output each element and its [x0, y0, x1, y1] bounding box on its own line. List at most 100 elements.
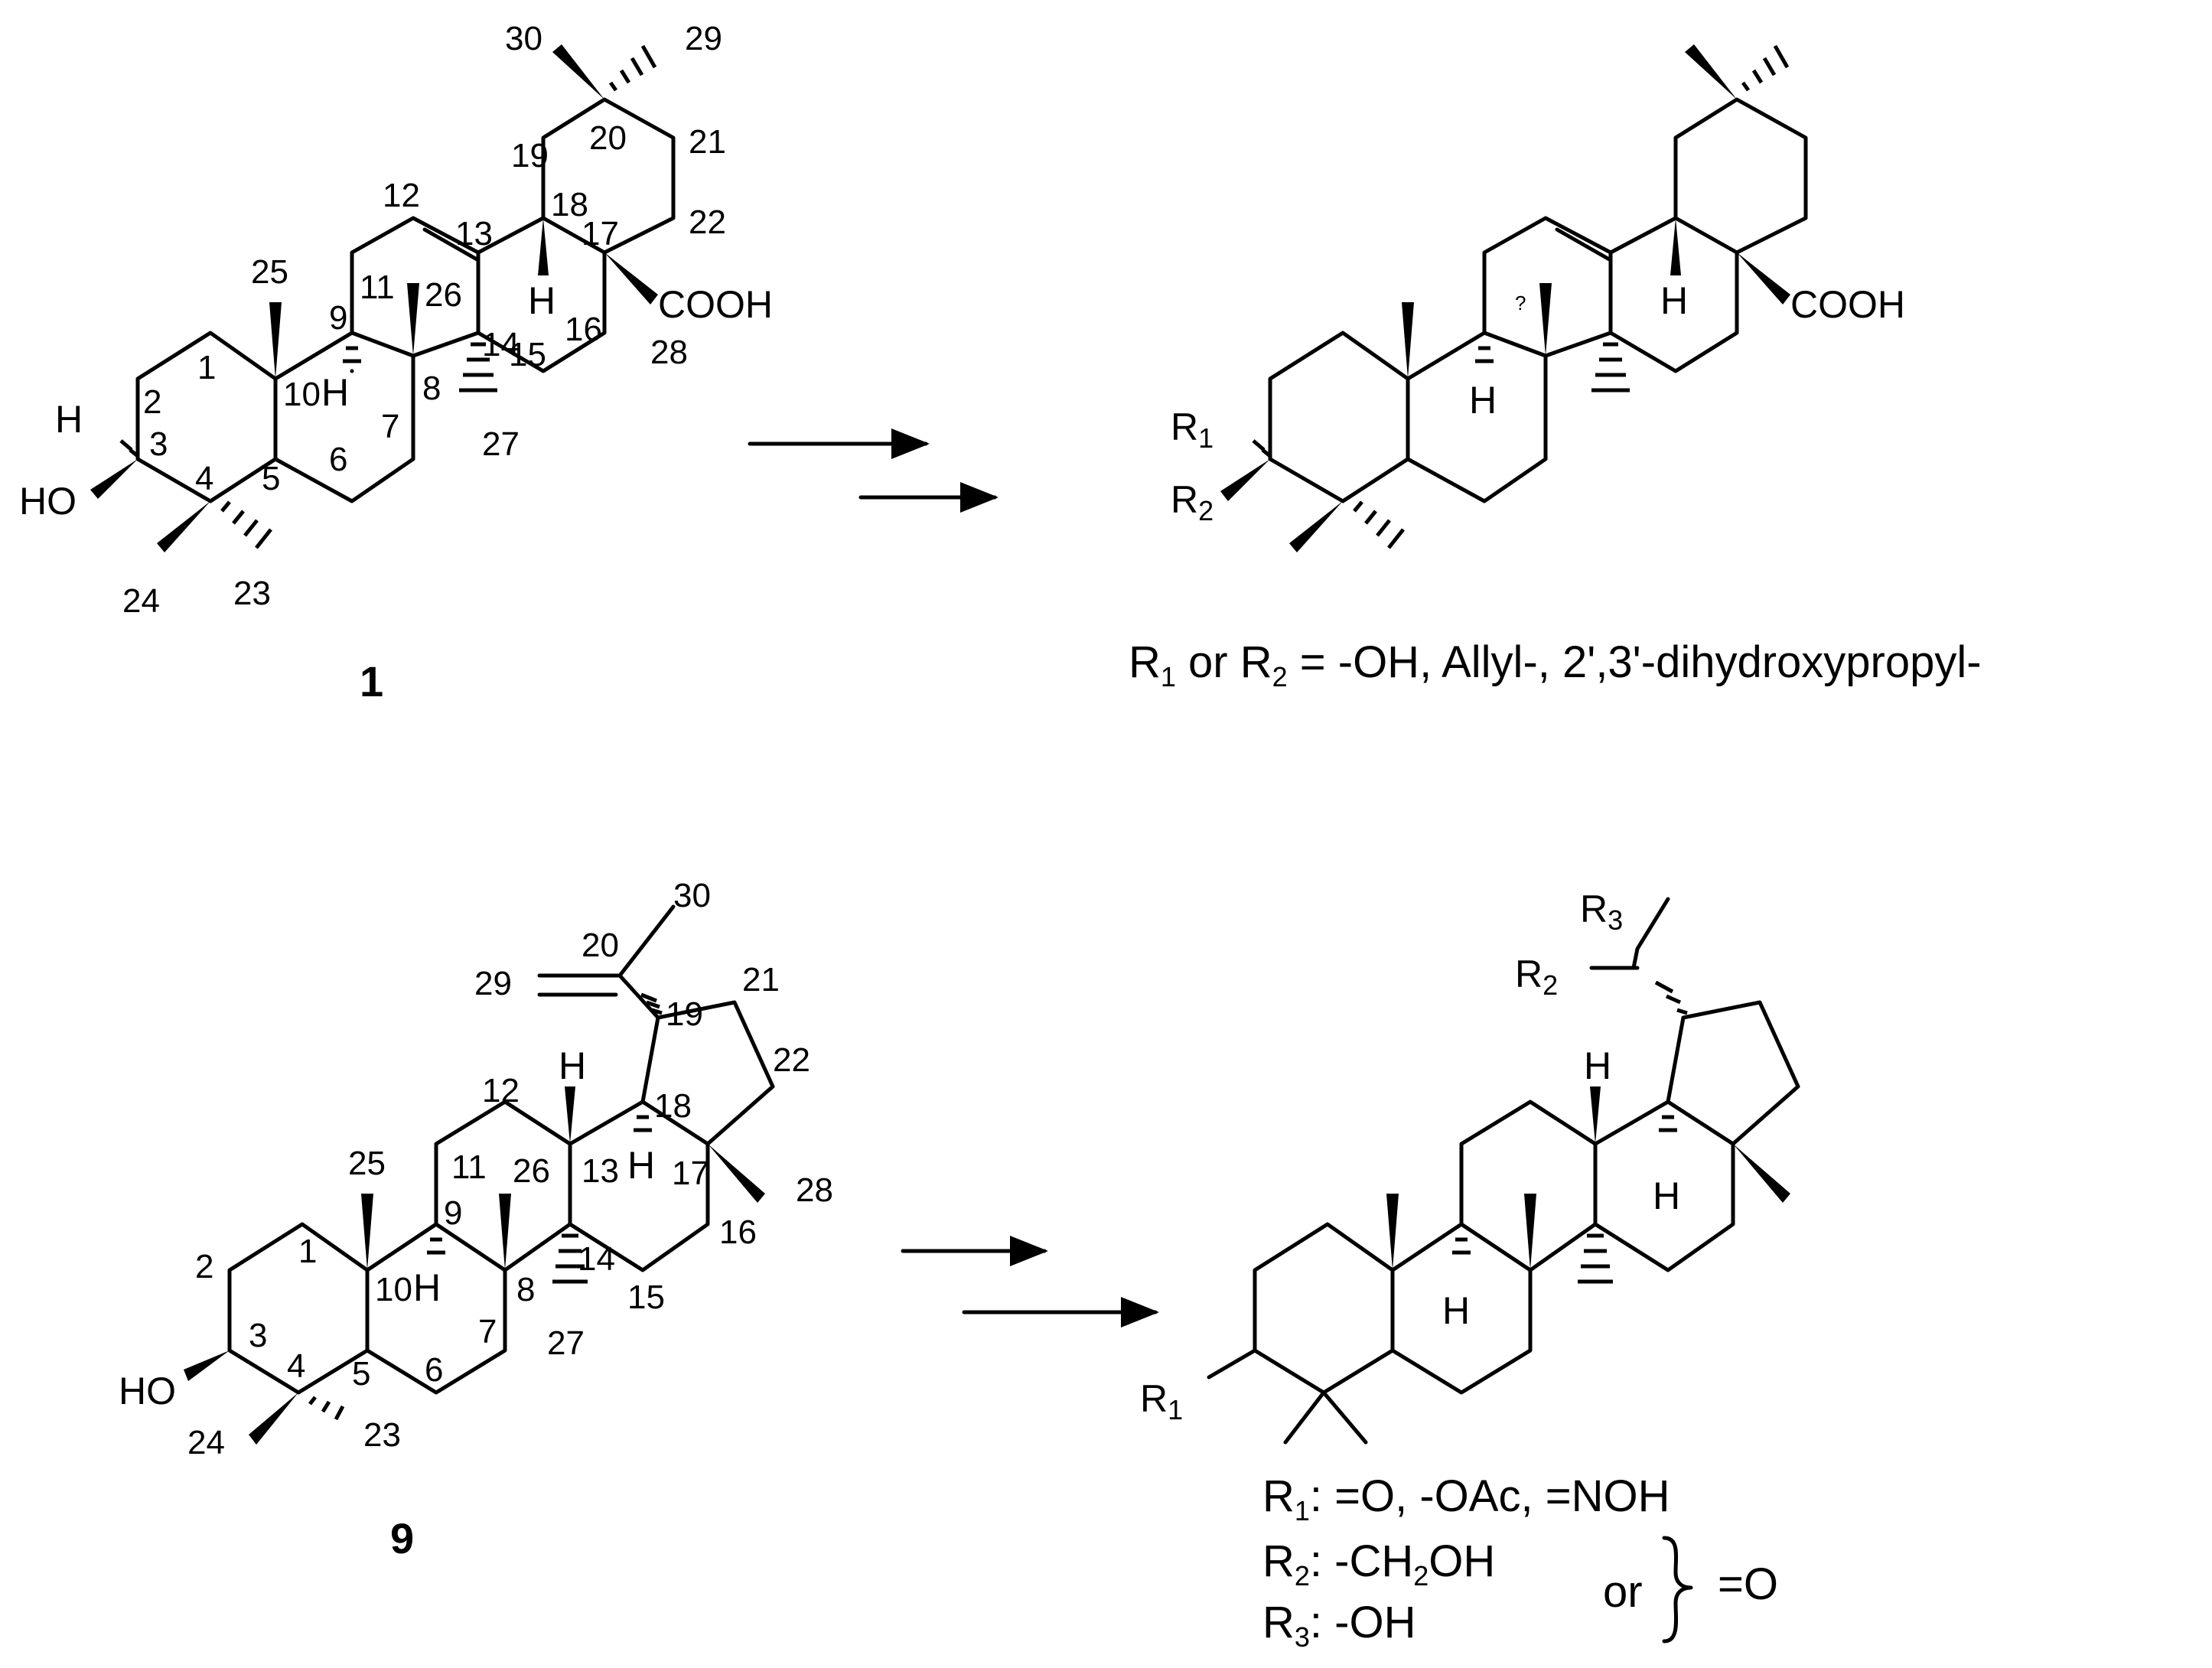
atom-h9: H — [321, 371, 349, 414]
num-18: 18 — [551, 186, 588, 223]
num-30: 30 — [673, 877, 711, 914]
num-22: 22 — [689, 204, 726, 241]
compound-label-1: 1 — [360, 657, 383, 705]
num-19: 19 — [511, 137, 549, 174]
num-24: 24 — [122, 582, 160, 620]
num-5: 5 — [262, 460, 280, 497]
atom-h18: H — [528, 279, 555, 322]
num-2: 2 — [143, 383, 161, 421]
num-14: 14 — [482, 326, 520, 363]
num-26: 26 — [513, 1152, 550, 1190]
atom-h18: H — [1660, 279, 1688, 322]
atom-h9: H — [413, 1266, 441, 1309]
num-15: 15 — [627, 1279, 665, 1316]
num-13: 13 — [582, 1152, 619, 1190]
num-11: 11 — [360, 269, 395, 306]
num-17: 17 — [672, 1155, 709, 1192]
num-28: 28 — [796, 1171, 833, 1209]
num-9: 9 — [329, 299, 347, 337]
c29-hash — [608, 44, 657, 92]
legend-r3: R3: -OH — [1262, 1598, 1415, 1653]
product-9-structure: H H H R1 R2 R3 — [1140, 888, 1800, 1445]
num-7: 7 — [381, 408, 399, 445]
product-1-caption: R1 or R2 = -OH, Allyl-, 2',3'-dihydroxyp… — [1129, 637, 1982, 692]
r1-label: R1 — [1171, 406, 1214, 454]
num-29: 29 — [685, 20, 722, 57]
num-17: 17 — [582, 215, 619, 252]
num-20: 20 — [589, 119, 627, 157]
h3-hash — [119, 439, 139, 458]
num-18: 18 — [654, 1087, 692, 1125]
atom-h18: H — [1653, 1174, 1680, 1217]
num-4: 4 — [195, 460, 213, 497]
num-4: 4 — [287, 1347, 305, 1385]
num-28: 28 — [650, 334, 688, 371]
c26-wedge — [407, 283, 419, 356]
legend-brace — [1662, 1536, 1693, 1644]
atom-ho: HO — [119, 1370, 176, 1412]
num-25: 25 — [251, 253, 288, 291]
num-30: 30 — [505, 20, 542, 57]
num-25: 25 — [348, 1145, 386, 1182]
legend-eq: =O — [1718, 1559, 1778, 1609]
num-27: 27 — [482, 425, 520, 463]
num-21: 21 — [742, 961, 780, 999]
r1-label: R1 — [1140, 1377, 1183, 1425]
num-9: 9 — [444, 1194, 462, 1232]
c30-wedge — [552, 44, 604, 99]
legend-r2: R2: -CH2OH — [1262, 1536, 1495, 1591]
num-1: 1 — [298, 1233, 317, 1270]
c25-wedge — [269, 302, 282, 379]
atom-cooh: COOH — [658, 283, 773, 326]
num-13: 13 — [455, 215, 493, 252]
product-1-structure: H H COOH ? R1 R2 — [1171, 44, 1905, 552]
compound-label-9: 9 — [390, 1514, 414, 1562]
num-5: 5 — [352, 1355, 370, 1393]
r2-wedge — [1220, 459, 1270, 501]
num-2: 2 — [195, 1248, 213, 1285]
num-14: 14 — [578, 1240, 615, 1278]
c23-hash — [220, 500, 272, 549]
atom-h9: H — [1442, 1289, 1470, 1332]
num-26: 26 — [425, 276, 462, 314]
num-29: 29 — [474, 965, 512, 1002]
c3-oh-wedge — [90, 459, 138, 499]
legend-r1: R1: =O, -OAc, =NOH — [1262, 1471, 1670, 1526]
num-16: 16 — [565, 311, 602, 348]
num-23: 23 — [363, 1416, 401, 1454]
num-23: 23 — [233, 575, 271, 612]
atom-ho: HO — [19, 480, 77, 523]
atom-h13: H — [559, 1044, 586, 1087]
num-3: 3 — [149, 425, 168, 463]
num-6: 6 — [329, 441, 347, 478]
product-9-legend: R1: =O, -OAc, =NOH R2: -CH2OH R3: -OH or… — [1262, 1471, 1778, 1653]
num-21: 21 — [689, 123, 726, 161]
r2-label: R2 — [1171, 478, 1214, 526]
num-20: 20 — [582, 927, 619, 964]
legend-or: or — [1603, 1567, 1643, 1617]
num-11: 11 — [451, 1148, 487, 1186]
num-3: 3 — [249, 1317, 267, 1354]
num-10: 10 — [283, 376, 321, 413]
compound-1-structure: H HO H H COOH 1 2 3 4 5 6 7 8 9 10 11 12… — [19, 20, 773, 705]
atom-h13: H — [1584, 1044, 1611, 1087]
atom-h18: H — [627, 1144, 655, 1187]
num-8: 8 — [422, 370, 441, 407]
num-6: 6 — [425, 1351, 443, 1389]
num-22: 22 — [773, 1041, 810, 1079]
question-mark: ? — [1515, 292, 1526, 314]
num-12: 12 — [383, 177, 420, 214]
atom-h3: H — [55, 398, 83, 441]
c24-wedge — [157, 501, 210, 552]
atom-h9: H — [1469, 379, 1497, 422]
h18-wedge — [538, 218, 549, 275]
num-15: 15 — [509, 336, 546, 373]
r2-label: R2 — [1515, 953, 1558, 1001]
num-10: 10 — [375, 1271, 412, 1308]
num-19: 19 — [666, 995, 703, 1033]
num-24: 24 — [187, 1424, 225, 1461]
num-16: 16 — [719, 1214, 757, 1251]
r3-label: R3 — [1580, 888, 1623, 936]
h9-hash — [343, 346, 361, 363]
